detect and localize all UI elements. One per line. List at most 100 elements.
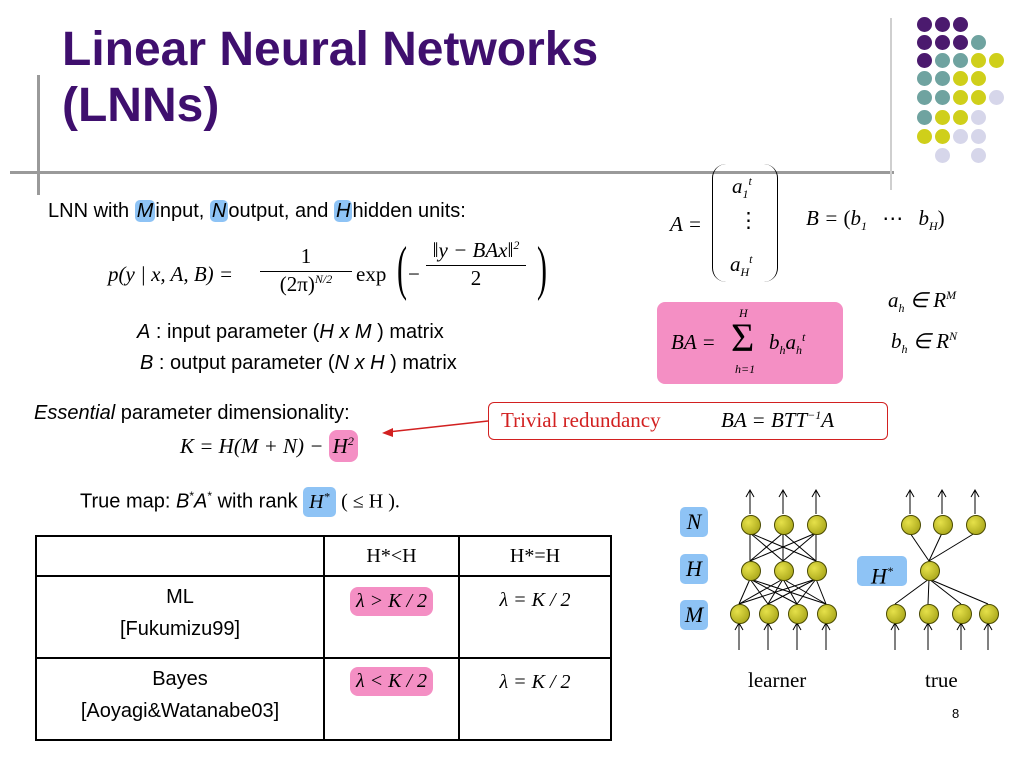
ba-sum-top: H (739, 306, 748, 320)
intro-M-highlight: M (134, 200, 156, 222)
essential-line: Essential parameter dimensionality: (34, 402, 350, 425)
learner-connection (767, 578, 784, 605)
true-map-tail: ( ≤ H ). (341, 490, 400, 513)
label-Hstar-box: H* (857, 556, 907, 588)
neuron-node (933, 515, 953, 535)
matrix-A-lhs: A = (670, 212, 702, 236)
true-connection (928, 532, 976, 562)
decorative-right-rule (890, 18, 892, 190)
param-B-line: B : output parameter (N x H ) matrix (140, 352, 457, 374)
neuron-node (920, 561, 940, 581)
learner-connection (738, 578, 751, 605)
neuron-node (741, 515, 761, 535)
label-N-box: N (680, 507, 708, 537)
neuron-node (730, 604, 750, 624)
title-line-1: Linear Neural Networks (62, 23, 599, 76)
neuron-node (886, 604, 906, 624)
neuron-node (807, 515, 827, 535)
caption-learner: learner (748, 668, 807, 692)
true-map-line: True map: B*A* with rank H* ( ≤ H ). (80, 486, 400, 517)
neuron-node (788, 604, 808, 624)
neuron-node (759, 604, 779, 624)
true-connection (928, 578, 962, 605)
b-membership: bh ∈ RN (891, 329, 958, 357)
true-connection (928, 532, 943, 562)
neuron-node (807, 561, 827, 581)
model-eq-close-paren: ) (536, 235, 547, 301)
true-output-arrow-head (970, 488, 980, 498)
matrix-B-dots: ⋯ (882, 206, 904, 230)
label-H-box: H (680, 554, 708, 584)
neuron-node (979, 604, 999, 624)
neuron-node (966, 515, 986, 535)
model-eq-minus: − (408, 262, 420, 286)
true-map-Hstar-highlight: H* (303, 486, 336, 517)
table-value-cell: λ = K / 2 (458, 657, 612, 741)
table-row: Bayes [Aoyagi&Watanabe03] λ < K / 2 λ = … (35, 657, 612, 741)
model-eq-inner-num: ‖y − BAx‖2 (432, 238, 520, 262)
ba-sum-sigma: Σ (731, 315, 755, 360)
table-value-cell: λ < K / 2 (323, 657, 460, 741)
true-connection (928, 578, 989, 605)
model-eq-frac-den: (2π)N/2 (260, 271, 352, 297)
intro-hidden-text: hidden units: (352, 200, 466, 222)
intro-prefix: LNN with (48, 200, 130, 222)
model-eq-frac-num: 1 (300, 244, 312, 268)
page-number: 8 (952, 706, 960, 721)
learner-output-arrow-head (745, 488, 755, 498)
neuron-node (741, 561, 761, 581)
table-value-cell: λ = K / 2 (458, 575, 612, 659)
ml-lambda-highlight: λ > K / 2 (349, 587, 434, 616)
intro-input-text: input, (155, 200, 205, 222)
results-table: H*<H H*=H ML [Fukumizu99] λ > K / 2 λ = … (35, 535, 612, 741)
matrix-A-vdots: ⋮ (738, 208, 759, 232)
essential-H2-highlight: H2 (328, 430, 358, 462)
ba-sum-bottom: h=1 (735, 362, 756, 376)
decorative-horizontal-rule (10, 171, 894, 174)
true-connection (909, 532, 930, 562)
label-M-box: M (680, 600, 708, 630)
bayes-lambda-highlight: λ < K / 2 (349, 667, 434, 696)
table-header-cell (35, 535, 325, 577)
matrix-B-definition: B = (b1 ⋯ bH) (806, 206, 945, 234)
table-header-cell: H*<H (323, 535, 460, 577)
intro-output-text: output, and (228, 200, 329, 222)
intro-N-highlight: N (209, 200, 229, 222)
trivial-label: Trivial redundancy (501, 408, 661, 432)
matrix-A-top: a1t (732, 174, 752, 202)
true-connection (894, 578, 930, 605)
matrix-A-bottom: aHt (730, 252, 753, 280)
matrix-B-last: bH (918, 206, 938, 234)
learner-connection (749, 532, 784, 562)
learner-connection (815, 578, 827, 605)
trivial-equation: BA = BTT−1A (721, 408, 835, 432)
learner-output-arrow-head (811, 488, 821, 498)
model-eq-lhs: p(y | x, A, B) = (108, 262, 234, 286)
intro-H-highlight: H (333, 200, 353, 222)
learner-connection (738, 578, 784, 605)
true-map-mid: with rank (217, 490, 298, 513)
learner-connection (782, 578, 827, 605)
decorative-vertical-rule (37, 75, 40, 195)
ba-sum-box: BA = H Σ h=1 bhaht (657, 302, 843, 384)
true-output-arrow-head (937, 488, 947, 498)
essential-word: Essential (34, 402, 116, 424)
ba-term: bhaht (769, 330, 806, 358)
slide-title: Linear Neural Networks (LNNs) (62, 22, 762, 134)
model-eq-inner-fraction: ‖y − BAx‖2 2 (426, 238, 526, 291)
neuron-node (774, 561, 794, 581)
model-eq-open-paren: ( (396, 235, 407, 301)
learner-connection (782, 532, 817, 562)
learner-connection (749, 578, 827, 605)
learner-connection (796, 578, 817, 605)
param-A-line: A : input parameter (H x M ) matrix (137, 321, 444, 343)
model-eq-inner-den: 2 (426, 265, 526, 291)
learner-connection (782, 578, 798, 605)
table-method-cell: Bayes [Aoyagi&Watanabe03] (35, 657, 325, 741)
learner-connection (767, 578, 817, 605)
learner-output-arrow-head (778, 488, 788, 498)
learner-connection (749, 532, 817, 562)
true-output-arrow-head (905, 488, 915, 498)
